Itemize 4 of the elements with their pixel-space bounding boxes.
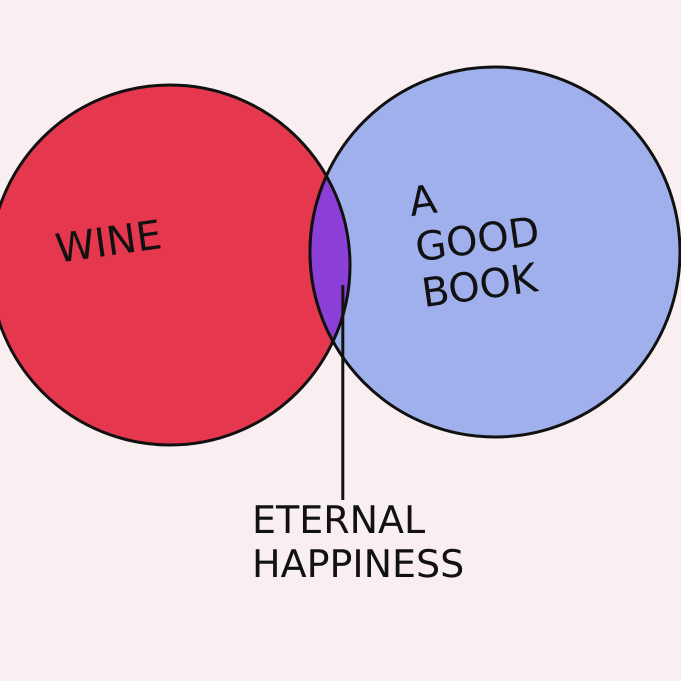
callout-text: ETERNAL HAPPINESS bbox=[252, 498, 522, 586]
leader-line bbox=[341, 285, 344, 500]
circle-label: A GOOD BOOK bbox=[406, 176, 544, 318]
circle-label: WINE bbox=[52, 211, 166, 273]
